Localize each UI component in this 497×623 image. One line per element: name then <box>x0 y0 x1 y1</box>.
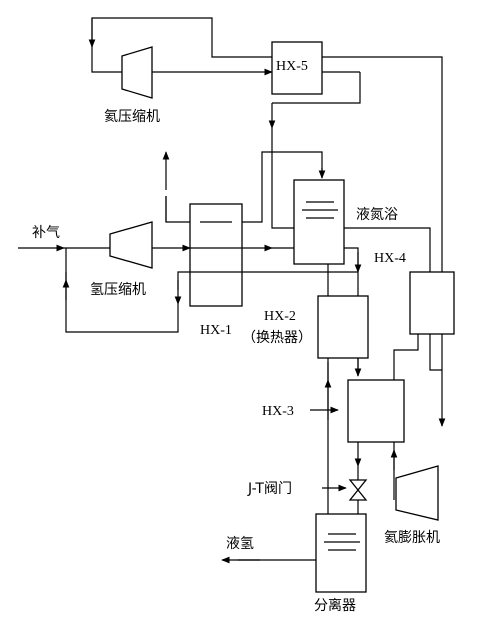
hx3-label: HX-3 <box>262 404 294 419</box>
hx5-label: HX-5 <box>276 59 308 74</box>
helium-expander <box>395 465 439 521</box>
hx1-exchanger <box>189 203 243 307</box>
hydrogen-stream-lines <box>18 244 362 564</box>
ln2-bath <box>293 179 345 265</box>
hx1-label: HX-1 <box>200 323 232 338</box>
hydrogen-compressor-label: 氢压缩机 <box>90 282 146 298</box>
hx4-label: HX-4 <box>374 251 406 266</box>
helium-compressor-label: 氦压缩机 <box>104 109 160 125</box>
hx2-exchanger <box>317 295 369 359</box>
jt-valve <box>348 479 368 501</box>
helium-expander-label: 氦膨胀机 <box>384 529 440 546</box>
ln2-bath-label: 液氮浴 <box>356 207 398 223</box>
hx2-note-label: （换热器） <box>242 329 312 346</box>
hx2-label: HX-2 <box>264 309 296 324</box>
helium-loop-lines <box>88 17 446 427</box>
separator-label: 分离器 <box>314 597 356 614</box>
hydrogen-compressor <box>109 221 153 269</box>
hx5-exchanger <box>271 41 323 95</box>
makeup-gas-label: 补气 <box>32 225 60 241</box>
helium-compressor <box>121 46 153 99</box>
separator <box>315 513 367 593</box>
jt-valve-label: J-T阀门 <box>247 481 292 497</box>
liquid-hydrogen-label: 液氢 <box>226 536 254 552</box>
hx3-exchanger <box>347 379 405 443</box>
hx4-exchanger <box>409 271 455 335</box>
